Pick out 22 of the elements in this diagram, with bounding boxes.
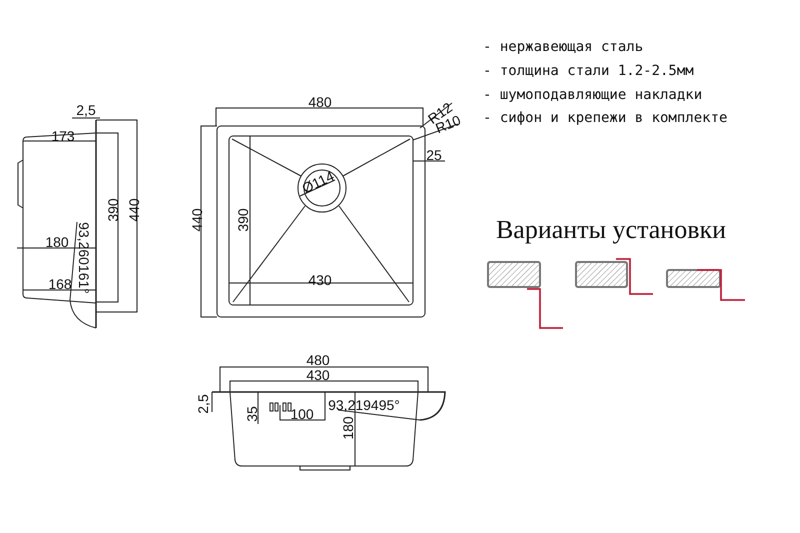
dimension-label: 390: [236, 208, 250, 232]
dimension-label: 480: [308, 95, 332, 109]
dimension-label: 430: [306, 368, 330, 382]
dimension-label: 100: [290, 407, 314, 421]
spec-text: - толщина стали 1.2-2.5мм: [483, 64, 694, 78]
dimension-label: 440: [127, 198, 141, 222]
dimension-label: 25: [426, 148, 442, 162]
spec-text: - шумоподавляющие накладки: [483, 88, 702, 102]
dimension-label: 480: [306, 353, 330, 367]
section-heading: Варианты установки: [496, 217, 726, 243]
dimension-label: 390: [106, 198, 120, 222]
dimension-label: 35: [245, 406, 259, 422]
dimension-label: Ø114: [300, 168, 336, 196]
dimension-label: 168: [48, 277, 72, 291]
dimension-label: 93,260161°: [77, 222, 91, 294]
spec-text: - нержавеющая сталь: [483, 40, 644, 54]
dimension-label: 180: [45, 235, 69, 249]
dimension-label: 440: [190, 208, 204, 232]
dimension-label: 2,5: [76, 103, 96, 117]
spec-text: - сифон и крепежи в комплекте: [483, 111, 728, 125]
dimension-label: 2,5: [196, 394, 210, 414]
dimension-label: 180: [341, 416, 355, 440]
